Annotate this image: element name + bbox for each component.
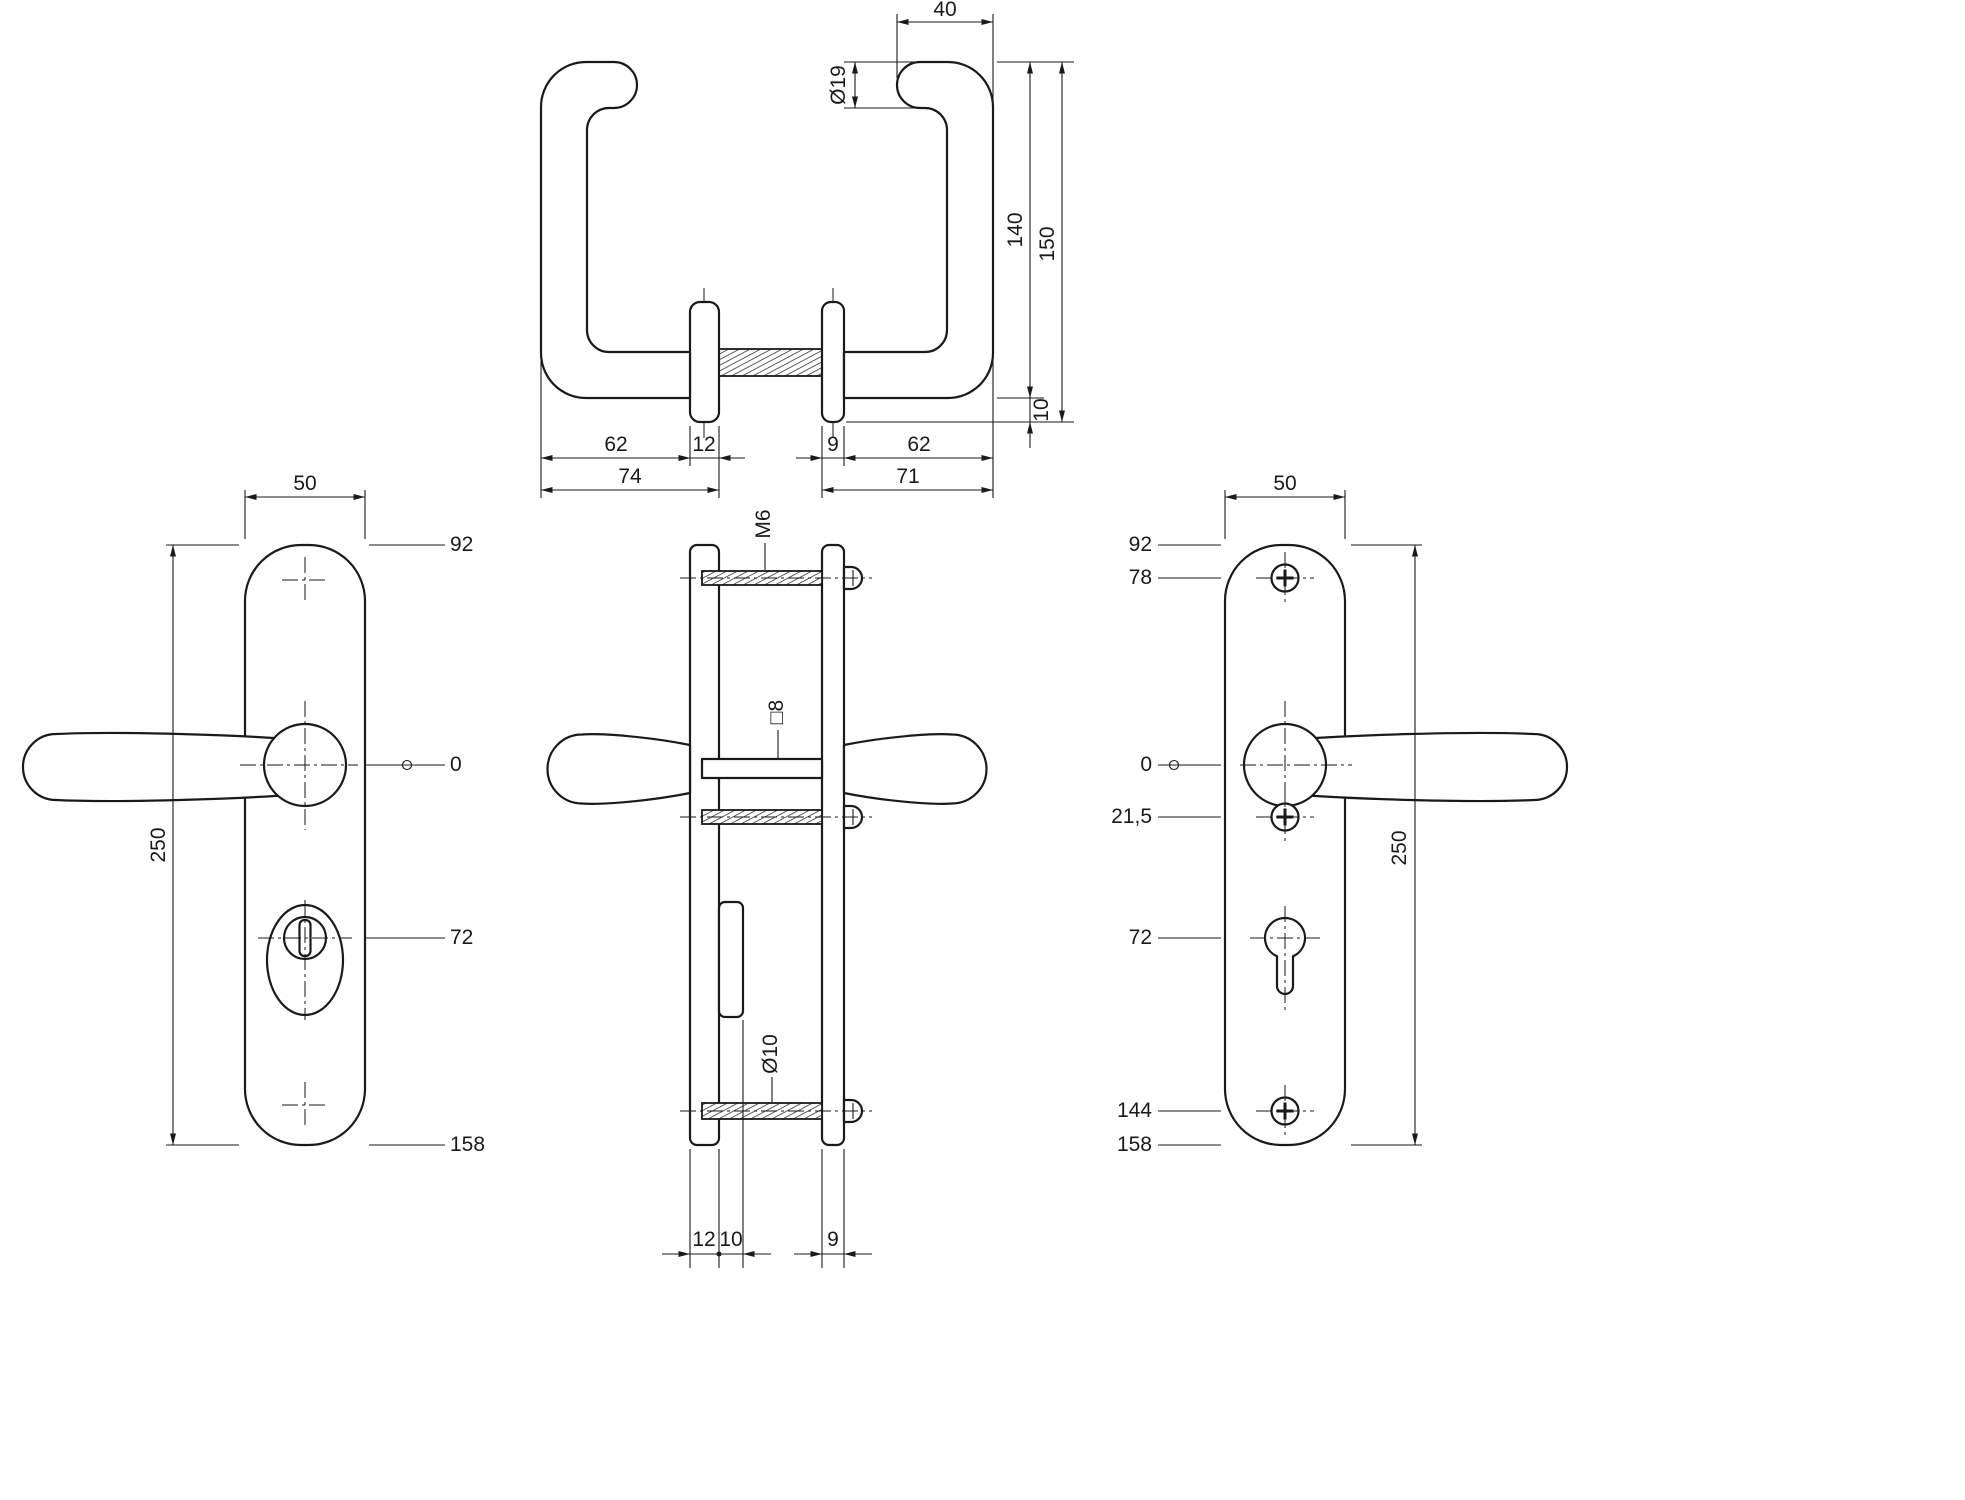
ordinate-inside-neck-screw: 21,5 xyxy=(1111,805,1221,828)
dim-top-width: 40 xyxy=(896,0,994,100)
dim-top-width-label: 40 xyxy=(933,0,956,21)
dim-grip-diameter-label: Ø19 xyxy=(827,65,850,105)
ordinate-inside-neck-screw-label: 21,5 xyxy=(1111,805,1152,828)
outside-plate-center-marks xyxy=(240,557,358,1128)
outside-plate-outline xyxy=(243,543,367,1147)
ordinate-inside-bottom-screw-label: 144 xyxy=(1117,1099,1152,1122)
label-screw-diameter-text: Ø10 xyxy=(759,1034,782,1074)
outside-lever-profile xyxy=(546,733,692,805)
view-edge-profile: M6 □8 Ø10 12 10 9 xyxy=(546,509,988,1268)
ordinate-outside-handle-axis-label: 0 xyxy=(450,753,462,776)
outside-rosette xyxy=(688,300,721,424)
datum-marker xyxy=(1168,759,1180,771)
middle-connecting-screw xyxy=(680,804,872,830)
ordinate-inside-bottom-edge: 158 xyxy=(1117,1133,1221,1156)
label-spindle-square: □8 xyxy=(765,700,788,758)
dim-total-depth-left-label: 74 xyxy=(618,465,642,488)
dim-inside-plate-height-label: 250 xyxy=(1388,830,1411,865)
top-connecting-screw xyxy=(680,565,872,591)
dim-grip-diameter: Ø19 xyxy=(827,61,920,109)
dim-outside-plate-width-label: 50 xyxy=(293,472,316,495)
ordinate-outside-top-edge: 92 xyxy=(369,533,473,556)
ordinate-inside-bottom-edge-label: 158 xyxy=(1117,1133,1152,1156)
threaded-spindle xyxy=(718,348,823,377)
dim-total-height-label: 150 xyxy=(1036,226,1059,261)
ordinate-inside-handle-axis-label: 0 xyxy=(1140,753,1152,776)
ordinate-inside-handle-axis: 0 xyxy=(1140,753,1221,776)
chain-dim-dot xyxy=(716,1251,722,1257)
view-inside-plate: 50 250 92 78 0 21,5 72 xyxy=(1111,472,1569,1156)
ordinate-outside-bottom-edge-label: 158 xyxy=(450,1133,485,1156)
inside-lever-profile xyxy=(842,733,988,805)
ordinate-outside-handle-axis: 0 xyxy=(365,753,462,776)
dim-cylinder-pad-thickness-label: 10 xyxy=(719,1228,742,1251)
dim-inside-plate-thickness-label: 9 xyxy=(827,1228,839,1251)
dim-outside-rosette-thickness-label: 12 xyxy=(692,433,715,456)
dim-inside-rosette-thickness: 9 xyxy=(796,426,845,498)
bottom-connecting-screw xyxy=(680,1098,872,1124)
ordinate-outside-bottom-edge: 158 xyxy=(369,1133,485,1156)
outside-lever xyxy=(21,731,305,803)
right-handle-outline xyxy=(842,60,995,400)
bottom-screw-front xyxy=(1256,1085,1314,1137)
dim-inside-plate-width-label: 50 xyxy=(1273,472,1296,495)
ordinate-inside-top-screw-label: 78 xyxy=(1129,566,1152,589)
dim-outside-plate-thickness-label: 12 xyxy=(692,1228,715,1251)
label-spindle-square-text: □8 xyxy=(765,700,788,724)
dim-total-depth-left: 74 xyxy=(541,465,719,493)
view-handle-side: 40 Ø19 140 10 150 xyxy=(539,0,1074,498)
ordinate-outside-cylinder-label: 72 xyxy=(450,926,473,949)
ordinate-outside-top-edge-label: 92 xyxy=(450,533,473,556)
dim-rosette-offset-label: 10 xyxy=(1030,398,1053,421)
ordinate-inside-cylinder-label: 72 xyxy=(1129,926,1152,949)
square-spindle xyxy=(700,757,824,780)
dim-outside-plate-height: 250 xyxy=(147,544,239,1146)
dim-outside-plate-height-label: 250 xyxy=(147,827,170,862)
ordinate-inside-top-edge-label: 92 xyxy=(1129,533,1152,556)
ordinate-inside-top-edge: 92 xyxy=(1129,533,1221,556)
dim-inside-plate-width: 50 xyxy=(1224,472,1346,539)
datum-marker xyxy=(401,759,413,771)
dim-inside-plate-height: 250 xyxy=(1351,544,1422,1146)
dim-grip-reach-left-label: 62 xyxy=(604,433,627,456)
dim-grip-reach-right-label: 62 xyxy=(907,433,930,456)
ordinate-inside-top-screw: 78 xyxy=(1129,566,1221,589)
view-outside-plate: 50 250 92 0 72 158 xyxy=(21,472,485,1156)
label-screw-thread: M6 xyxy=(752,509,775,570)
ordinate-inside-cylinder: 72 xyxy=(1129,926,1221,949)
inside-lever xyxy=(1285,731,1569,803)
dim-outside-rosette-thickness: 12 xyxy=(664,426,745,498)
top-screw-front xyxy=(1256,552,1314,604)
dim-grip-height-label: 140 xyxy=(1004,212,1027,247)
inside-plate-center-marks xyxy=(1240,701,1352,1012)
dim-grip-reach-right: 62 xyxy=(844,358,994,498)
ordinate-inside-bottom-screw: 144 xyxy=(1117,1099,1221,1122)
ordinate-outside-cylinder: 72 xyxy=(365,926,473,949)
inside-plate-outline xyxy=(1223,543,1347,1147)
inside-rosette xyxy=(820,300,846,424)
dim-grip-height: 140 xyxy=(997,61,1074,399)
left-handle-outline xyxy=(539,60,692,400)
outside-plate-edge xyxy=(688,543,721,1147)
dim-edge-thicknesses: 12 10 9 xyxy=(662,1020,872,1268)
dim-outside-plate-width: 50 xyxy=(244,472,366,539)
inside-plate-edge xyxy=(820,543,846,1147)
dim-total-depth-right-label: 71 xyxy=(896,465,919,488)
dim-total-depth-right: 71 xyxy=(822,465,993,493)
dim-total-height: 150 xyxy=(846,62,1074,423)
dim-rosette-offset: 10 xyxy=(1027,398,1053,448)
label-screw-thread-text: M6 xyxy=(752,509,775,538)
cylinder-pad-edge xyxy=(717,900,745,1019)
dim-inside-rosette-thickness-label: 9 xyxy=(827,433,839,456)
label-screw-diameter: Ø10 xyxy=(759,1034,782,1102)
